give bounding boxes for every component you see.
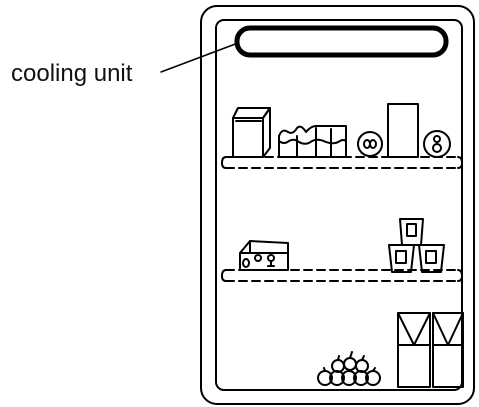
cooling-unit-leader-line bbox=[160, 42, 239, 73]
box bbox=[387, 103, 419, 158]
fridge-inner-wall bbox=[215, 19, 463, 391]
fridge-outer-wall bbox=[200, 5, 475, 405]
yogurt-cups bbox=[388, 218, 445, 273]
cheese bbox=[239, 240, 289, 271]
cooling-unit bbox=[234, 25, 449, 58]
shelf-top bbox=[221, 156, 463, 169]
cake bbox=[278, 125, 347, 158]
cooling-unit-label: cooling unit bbox=[11, 60, 133, 87]
milk-carton bbox=[232, 107, 271, 158]
drink-cartons bbox=[397, 312, 464, 388]
jar bbox=[423, 130, 451, 158]
can bbox=[357, 131, 383, 157]
apples bbox=[317, 351, 381, 386]
